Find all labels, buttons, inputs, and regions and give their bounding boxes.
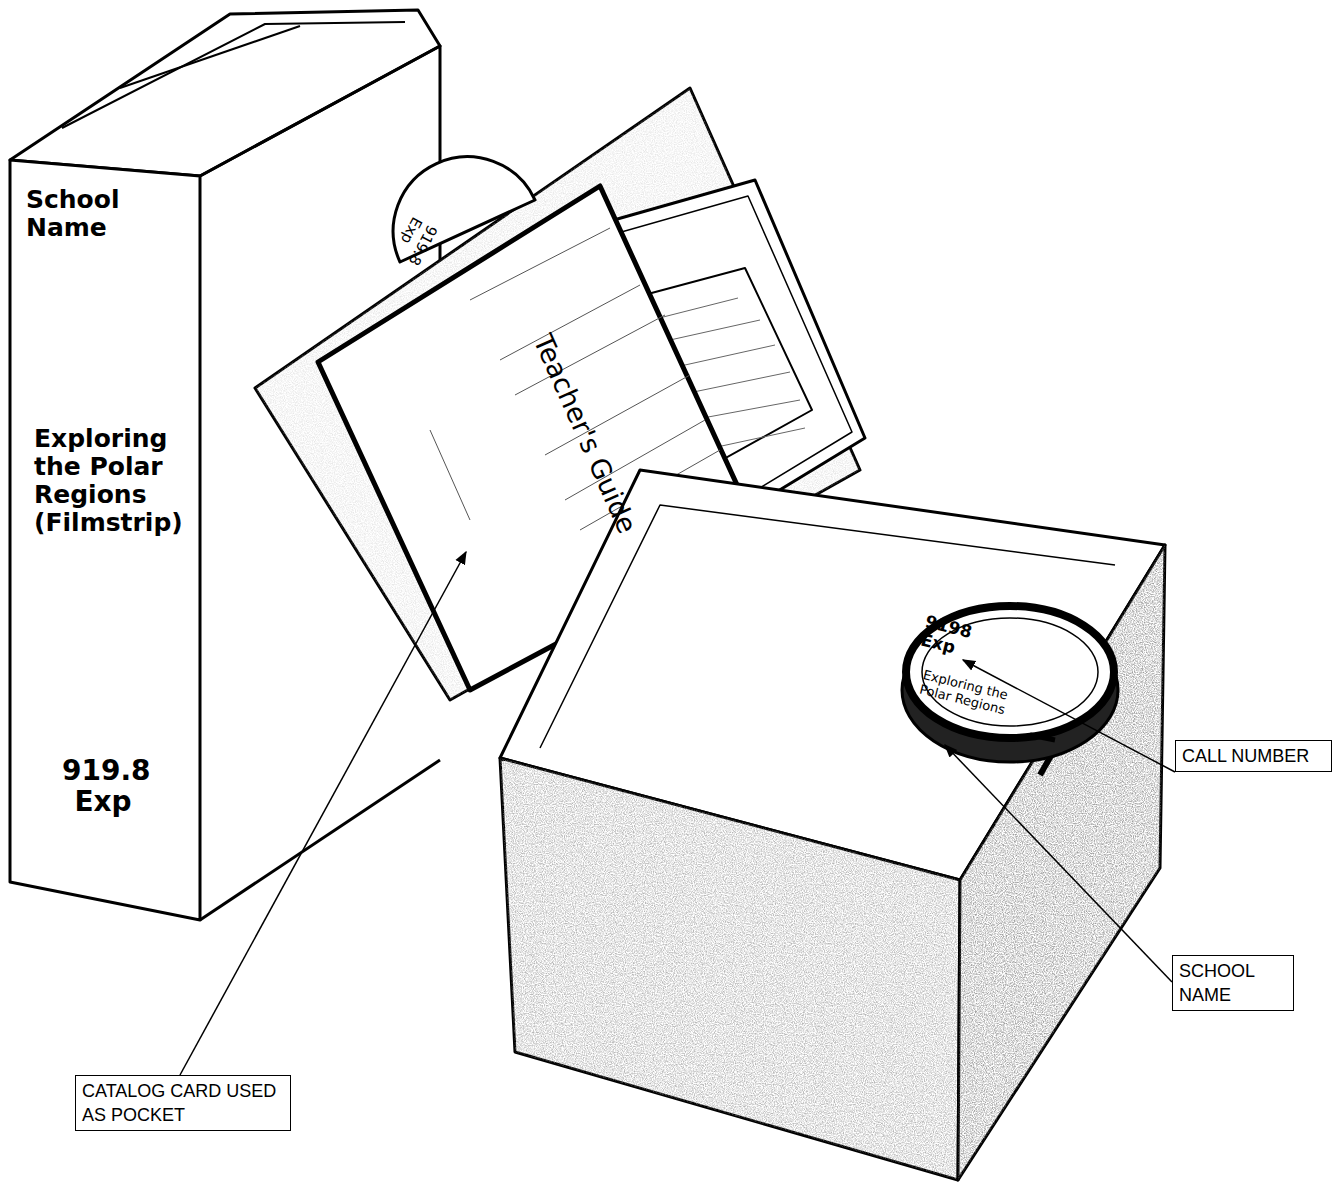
leader-line <box>963 660 1175 772</box>
callout-text: CALL NUMBER <box>1182 744 1325 768</box>
case-top-stripe <box>120 26 300 88</box>
printed-label: 9198 Exp <box>919 612 986 663</box>
printed-label: Teacher's Guide <box>527 330 664 589</box>
leader-line <box>945 745 1172 982</box>
printed-label: School Name <box>26 186 202 242</box>
can-lid <box>906 606 1114 738</box>
printed-label: Exploring the Polar Regions <box>918 668 1037 724</box>
printed-label: Exploring the Polar Regions (Filmstrip) <box>34 425 184 537</box>
callout-box: SCHOOL NAME <box>1172 955 1294 1011</box>
callout-text: CATALOG CARD USED AS POCKET <box>82 1079 284 1127</box>
case-side <box>200 46 440 300</box>
tray-front <box>500 758 960 1180</box>
callout-text: SCHOOL NAME <box>1179 959 1287 1007</box>
tray-inner-edge <box>540 505 1115 748</box>
callout-box: CATALOG CARD USED AS POCKET <box>75 1075 291 1131</box>
case-top <box>10 10 440 176</box>
printed-label: 919.8 Exp <box>62 755 144 818</box>
can-mark <box>1030 735 1055 740</box>
case-top-stripe <box>62 22 405 128</box>
case-side-bottom <box>200 760 440 920</box>
tray-front-shading <box>500 758 960 1180</box>
callout-box: CALL NUMBER <box>1175 740 1332 772</box>
printed-label: 919.8 Exp <box>377 214 440 292</box>
leader-line <box>180 552 466 1075</box>
case-spine <box>10 160 200 920</box>
